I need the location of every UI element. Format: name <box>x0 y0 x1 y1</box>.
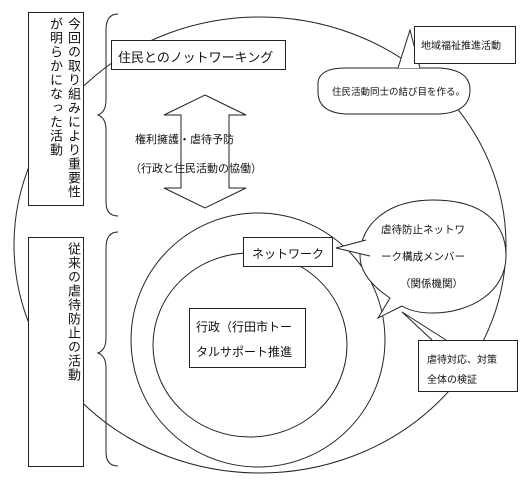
box-community-welfare: 地域福祉推進活動 <box>414 26 516 64</box>
bracket-top <box>96 13 119 217</box>
label-conventional-activities: 従来の虐待防止の活動 <box>28 237 84 467</box>
label-important-activities: 今回の取り組みにより重要性が明らかになった活動 <box>28 12 84 206</box>
arrow-text-line2: （行政と住民活動の協働） <box>130 162 262 175</box>
box-residents-network: 住民とのノットワーキング <box>111 40 286 70</box>
callout-members-line2: ーク構成メンバー <box>381 251 465 263</box>
box-verification: 虐待対応、対策 全体の検証 <box>418 340 518 392</box>
callout-verify-tail <box>401 311 447 341</box>
callout-members-tail <box>335 239 371 257</box>
outer-ellipse <box>13 16 507 474</box>
callout-members-line1: 虐待防止ネットワ <box>381 224 465 236</box>
middle-circle <box>130 212 386 468</box>
callout-residents-connection <box>317 67 471 115</box>
box-administration: 行政（行田市トー タルサポート推進 <box>189 308 306 368</box>
callout-members-line3: （関係機関） <box>400 278 463 290</box>
callout-residents-text: 住民活動同士の結び目を作る。 <box>332 87 466 98</box>
arrow-text-line1: 権利擁護・虐待予防 <box>135 133 234 146</box>
bracket-bottom <box>96 231 119 467</box>
box-network: ネットワーク <box>243 237 333 267</box>
double-arrow <box>163 94 247 209</box>
